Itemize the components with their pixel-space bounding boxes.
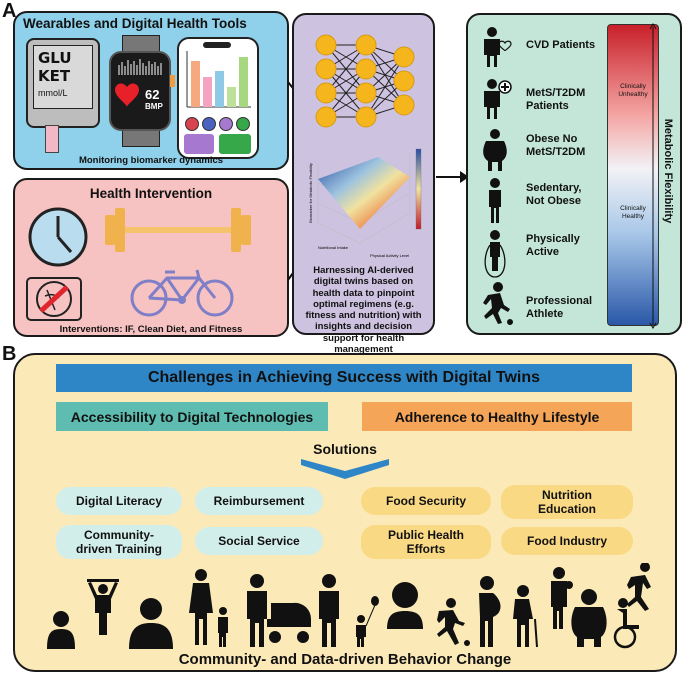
group-mets: MetS/T2DM Patients [526, 87, 586, 112]
double-arrow-icon [649, 23, 657, 329]
clock-icon [28, 207, 88, 267]
solution-digital-literacy: Digital Literacy [56, 487, 182, 515]
no-food-icon [26, 277, 82, 321]
chevron-down-icon [301, 459, 389, 479]
meter-glu-text: GLU [38, 49, 72, 67]
solution-public-health: Public Health Efforts [361, 525, 491, 559]
watch-value: 62 [145, 87, 160, 102]
solutions-label: Solutions [313, 441, 377, 457]
test-strip [45, 125, 59, 153]
accessibility-bar: Accessibility to Digital Technologies [56, 402, 328, 431]
solution-nutrition-education: Nutrition Education [501, 485, 633, 519]
plot-xlabel-nutrition: Nutritional Intake [318, 245, 349, 250]
intervention-caption: Interventions: IF, Clean Diet, and Fitne… [59, 324, 243, 335]
label-unhealthy: Clinically Unhealthy [618, 83, 648, 98]
wearables-caption: Monitoring biomarker dynamics [78, 155, 224, 166]
digital-twin-caption: Harnessing AI-derived digital twins base… [305, 265, 422, 356]
wearables-box: Wearables and Digital Health Tools GLU K… [13, 11, 289, 170]
label-healthy: Clinically Healthy [620, 205, 646, 220]
solution-reimbursement: Reimbursement [195, 487, 323, 515]
dumbbell-icon [105, 208, 251, 252]
population-icons [483, 27, 513, 325]
watch-unit: BMP [145, 102, 163, 111]
panel-b-letter: B [2, 343, 17, 365]
challenges-banner: Challenges in Achieving Success with Dig… [56, 364, 632, 392]
glucose-meter-icon: GLU KET mmol/L [26, 38, 100, 128]
right-arrow-icon [436, 171, 469, 183]
solution-food-security: Food Security [361, 487, 491, 515]
panel-a-letter: A [2, 0, 17, 22]
metabolic-gradient-bar: Clinically Unhealthy Clinically Healthy [607, 24, 659, 326]
intervention-box: Health Intervention Interventions: IF, C… [13, 178, 289, 337]
spectrum-box: CVD Patients MetS/T2DM Patients Obese No… [466, 13, 682, 335]
bicycle-icon [130, 269, 234, 317]
wearables-title: Wearables and Digital Health Tools [23, 16, 247, 31]
smartwatch-icon: 62 BMP [107, 35, 175, 147]
surface-plot: Biomarker for Metabolic Flexibility Nutr… [308, 148, 422, 258]
meter-unit-text: mmol/L [38, 88, 68, 98]
digital-twin-box: Biomarker for Metabolic Flexibility Nutr… [292, 13, 435, 355]
group-sedentary: Sedentary, Not Obese [526, 182, 582, 207]
community-people-icons [47, 563, 651, 649]
group-cvd: CVD Patients [526, 39, 596, 51]
meter-ket-text: KET [38, 67, 71, 85]
solution-social-service: Social Service [195, 527, 323, 555]
panel-b-box: Challenges in Achieving Success with Dig… [13, 353, 677, 672]
group-obese: Obese No MetS/T2DM [526, 133, 586, 158]
metabolic-flexibility-label: Metabolic Flexibility [662, 118, 674, 224]
neural-network-icon [315, 34, 415, 128]
behavior-change-title: Community- and Data-driven Behavior Chan… [178, 651, 512, 668]
group-athlete: Professional Athlete [526, 295, 593, 320]
group-active: Physically Active [526, 233, 580, 258]
adherence-bar: Adherence to Healthy Lifestyle [362, 402, 632, 431]
solution-community-training: Community-driven Training [56, 525, 182, 559]
solution-food-industry: Food Industry [501, 527, 633, 555]
intervention-title: Health Intervention [89, 186, 213, 201]
plot-ylabel: Biomarker for Metabolic Flexibility [308, 163, 313, 223]
smartphone-icon [177, 37, 259, 159]
plot-xlabel-activity: Physical Activity Level [370, 253, 409, 258]
